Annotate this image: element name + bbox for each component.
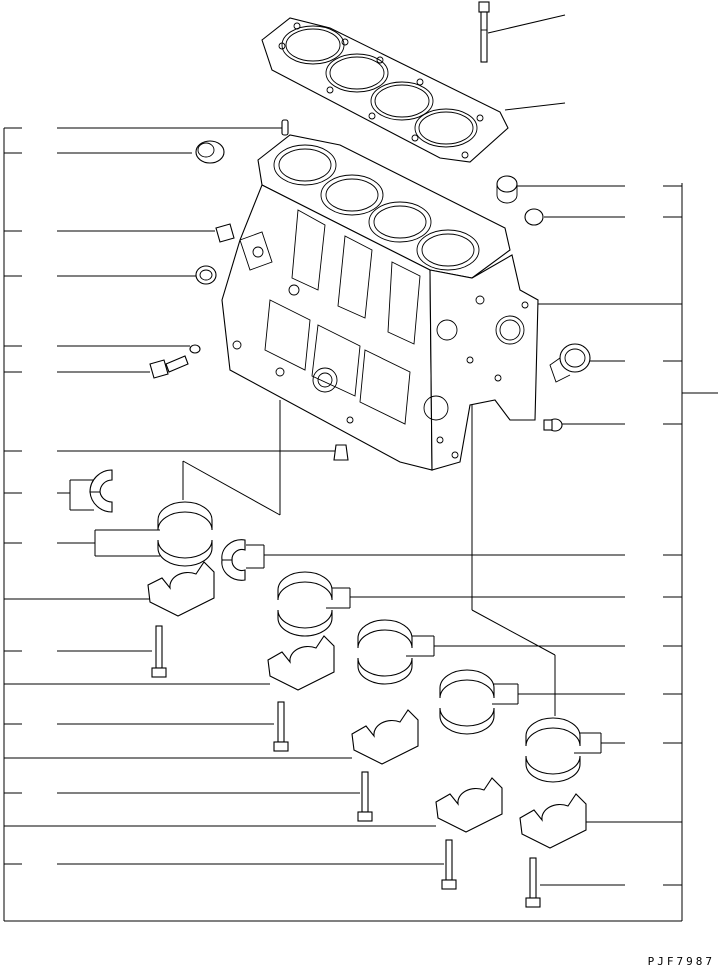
left-callout-bracket <box>3 128 718 922</box>
dowel-pin <box>281 119 289 136</box>
main-bearing-3 <box>357 619 413 685</box>
main-bearing-cap-4 <box>435 777 503 833</box>
drawing-code: PJF7987 <box>647 955 715 968</box>
stud-bolt-left <box>215 223 235 243</box>
cylinder-block <box>221 134 539 471</box>
hex-bolt-small <box>149 355 189 379</box>
cap-bolt-3 <box>357 771 373 822</box>
cap-bolt-1 <box>151 625 167 678</box>
head-gasket <box>261 17 509 163</box>
camshaft-bushing <box>549 343 591 383</box>
plug-bolt <box>543 418 563 432</box>
expansion-plug-right <box>524 208 544 226</box>
main-bearing-1 <box>157 501 213 567</box>
main-bearing-4 <box>439 669 495 735</box>
washer <box>189 344 201 354</box>
thrust-washer-left <box>89 469 113 513</box>
expansion-plug-top <box>195 140 225 164</box>
main-bearing-5 <box>525 717 581 783</box>
assembly-center-lines <box>182 370 556 716</box>
main-bearing-cap-2 <box>267 635 335 691</box>
right-leader-lines <box>246 14 682 886</box>
cap-bolt-2 <box>273 701 289 752</box>
main-bearing-2 <box>277 571 333 637</box>
left-leader-lines <box>4 127 444 865</box>
head-bolt <box>478 1 490 63</box>
oil-seal <box>195 265 217 285</box>
main-bearing-cap-5 <box>519 793 587 849</box>
thrust-washer-right <box>221 539 246 581</box>
main-bearing-cap-1 <box>147 561 215 617</box>
main-bearing-cap-3 <box>351 709 419 765</box>
plug-right <box>496 175 518 204</box>
drain-plug <box>333 444 349 461</box>
cap-bolt-4 <box>441 839 457 890</box>
cap-bolt-5 <box>525 857 541 908</box>
